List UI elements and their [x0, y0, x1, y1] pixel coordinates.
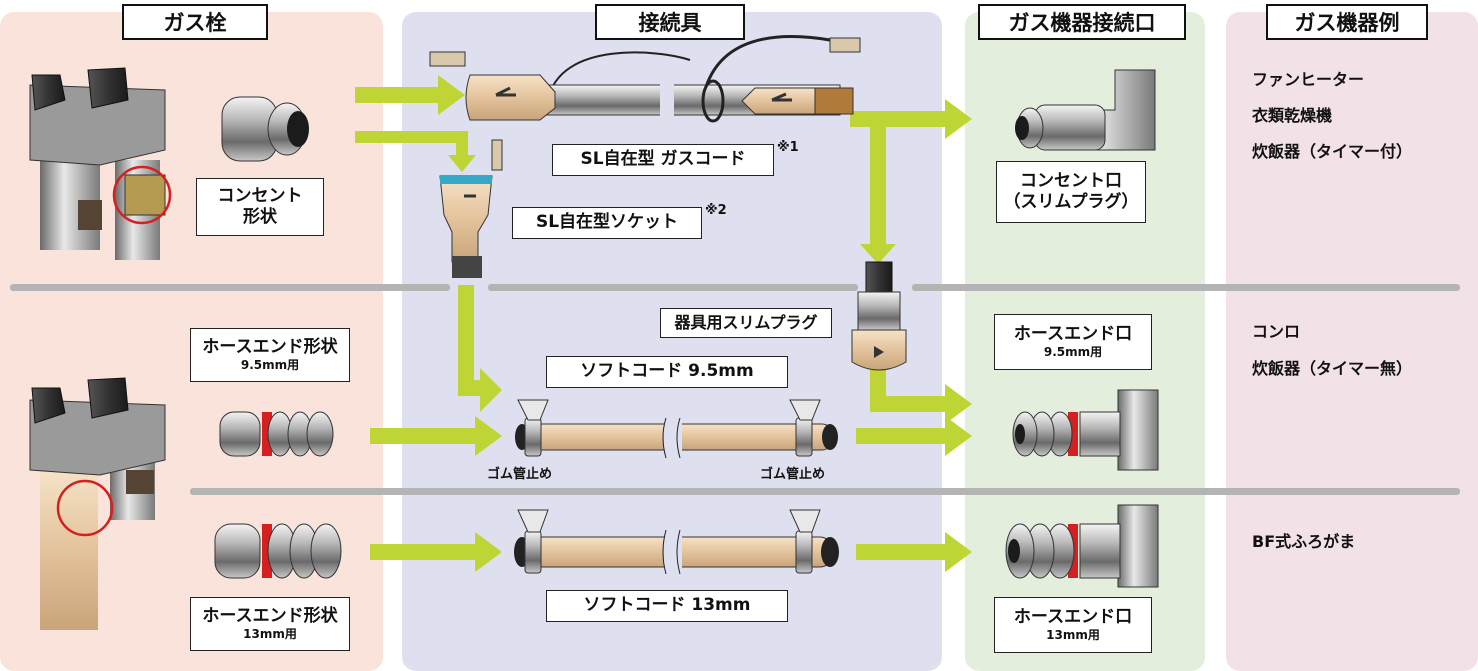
slim-plug-illustration	[851, 261, 907, 371]
example-item: 衣類乾燥機	[1252, 106, 1333, 125]
arrow-right	[856, 416, 972, 456]
appliance-examples-column	[1226, 12, 1478, 671]
arrow-down-right	[458, 285, 502, 412]
header-gas-tap: ガス栓	[122, 4, 268, 40]
label-hose-end-shape-95: ホースエンド形状 9.5mm用	[190, 328, 350, 382]
label-outlet-inlet-line1: コンセント口	[1020, 170, 1122, 191]
label-hose-end-inlet-13: ホースエンド口 13mm用	[994, 597, 1152, 653]
arrow-right	[355, 75, 465, 115]
note-sl-gas-cord: ※1	[777, 140, 799, 155]
label-outlet-inlet: コンセント口 （スリムプラグ）	[996, 161, 1146, 223]
label-hose-end-inlet-95: ホースエンド口 9.5mm用	[994, 314, 1152, 370]
label-hose-end-shape-13: ホースエンド形状 13mm用	[190, 597, 350, 651]
label-soft-cord-95: ソフトコード 9.5mm	[546, 356, 788, 388]
arrow-right	[370, 532, 502, 572]
sl-socket-illustration	[439, 139, 503, 278]
header-connector: 接続具	[595, 4, 745, 40]
label-sl-gas-cord: SL自在型 ガスコード	[552, 144, 774, 176]
label-outlet-inlet-line2: （スリムプラグ）	[1003, 192, 1139, 212]
row-divider	[10, 284, 1460, 291]
example-item: ファンヒーター	[1252, 70, 1365, 89]
hose-end-inlet-13-illustration	[1005, 504, 1159, 588]
label-hose-end-inlet-95-sub: 9.5mm用	[1043, 345, 1103, 360]
arrow-right	[850, 99, 972, 139]
outlet-fitting-icon	[221, 96, 309, 162]
label-hose-end-shape-13-title: ホースエンド形状	[202, 605, 338, 626]
example-item: 炊飯器（タイマー付）	[1252, 142, 1413, 161]
label-hose-end-shape-95-sub: 9.5mm用	[240, 358, 300, 373]
arrow-right	[370, 416, 502, 456]
label-outlet-shape-line2: 形状	[243, 207, 277, 227]
label-hose-end-inlet-13-title: ホースエンド口	[1013, 606, 1133, 627]
arrow-right	[856, 532, 972, 572]
header-appliance-inlet: ガス機器接続口	[978, 4, 1186, 40]
label-soft-cord-13: ソフトコード 13mm	[546, 590, 788, 622]
example-item: BF式ふろがま	[1252, 532, 1356, 551]
label-hose-end-inlet-95-title: ホースエンド口	[1013, 323, 1133, 344]
arrow-down	[860, 119, 896, 264]
outlet-inlet-illustration	[1015, 69, 1156, 151]
label-hose-clamp-right: ゴム管止め	[760, 467, 826, 482]
gas-tap-outlet-illustration	[29, 67, 172, 260]
hose-end-fitting-icon	[219, 411, 334, 457]
hose-end-fitting-icon	[214, 523, 342, 579]
gas-tap-hose-end-illustration	[29, 377, 166, 630]
example-item: コンロ	[1252, 322, 1301, 341]
label-sl-socket: SL自在型ソケット	[512, 207, 702, 239]
hose-end-inlet-95-illustration	[1012, 389, 1159, 471]
header-appliance-examples: ガス機器例	[1266, 4, 1428, 40]
example-item: 炊飯器（タイマー無）	[1252, 359, 1413, 378]
label-outlet-shape: コンセント 形状	[196, 178, 324, 236]
label-outlet-shape-line1: コンセント	[217, 185, 303, 206]
label-hose-clamp-left: ゴム管止め	[487, 467, 553, 482]
label-hose-end-shape-95-title: ホースエンド形状	[202, 336, 338, 357]
soft-cord-95-illustration	[515, 399, 838, 459]
label-hose-end-inlet-13-sub: 13mm用	[1046, 628, 1100, 643]
row-divider	[190, 488, 1460, 495]
note-sl-socket: ※2	[705, 203, 727, 218]
arrow-right	[355, 131, 476, 172]
label-hose-end-shape-13-sub: 13mm用	[243, 627, 297, 642]
label-slim-plug: 器具用スリムプラグ	[660, 308, 832, 338]
arrow-right	[870, 370, 972, 424]
sl-gas-cord-illustration	[429, 35, 861, 123]
soft-cord-13-illustration	[514, 509, 839, 575]
flow-arrows	[355, 75, 972, 572]
